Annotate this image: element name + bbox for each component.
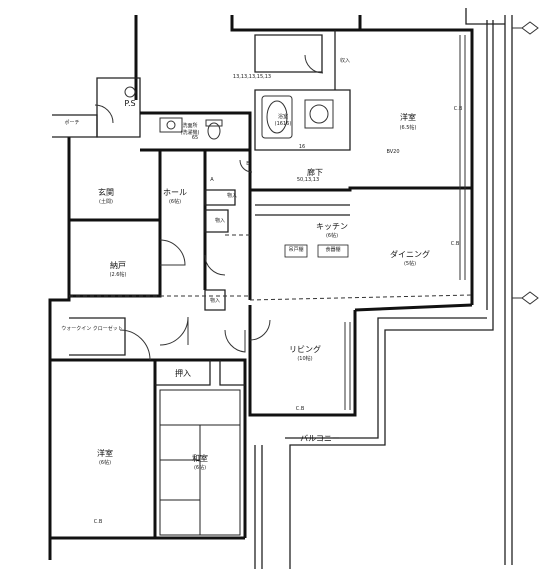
room-entrance-name: 玄関	[98, 187, 114, 197]
bv-label: BV20	[386, 149, 399, 155]
room-balcony-name: バルコニー	[300, 434, 340, 443]
cb-label-1: C.B	[454, 106, 463, 112]
room-washroom-name: 洗面所	[182, 122, 197, 129]
room-labels: 洋室 (6.5帖) 玄関 (土間) ホール (6帖) 廊下 50,13,13 キ…	[64, 112, 430, 471]
room-western-ne-size: (6.5帖)	[400, 124, 417, 131]
oshiire-label: 押入	[175, 368, 191, 378]
misc-labels: P.S 収入 物入 物入 物入 押入 ウォークイン クローゼット C.B C.B…	[61, 57, 463, 525]
shunyu-label: 収入	[340, 57, 350, 64]
outer-walls	[48, 8, 513, 569]
room-entrance-size: (土間)	[99, 198, 113, 205]
room-nando-name: 納戸	[110, 260, 126, 270]
room-washroom-size: (洗濯機)	[181, 129, 200, 136]
room-bath-size: (1616)	[275, 121, 292, 127]
room-porch-name: ポーチ	[64, 119, 79, 126]
room-hallway-name: 廊下	[307, 167, 323, 177]
room-western-sw-size: (6帖)	[99, 459, 111, 466]
kitchen-box1-label: 吊戸棚	[288, 246, 303, 253]
room-japanese-size: (6帖)	[194, 464, 206, 471]
monoire-label-1: 物入	[215, 217, 225, 224]
num-16-label: 16	[299, 144, 305, 150]
dims-top-label: 13,13,13,15,13	[233, 74, 271, 80]
cb-label-4: C.B	[94, 519, 103, 525]
room-japanese-name: 和室	[192, 453, 208, 463]
monoire-label-2: 物入	[210, 297, 220, 304]
room-western-sw-name: 洋室	[97, 448, 113, 458]
room-hall-name: ホール	[163, 188, 187, 197]
room-living-size: (10帖)	[297, 355, 312, 362]
num-a-label: A	[210, 177, 214, 183]
room-dining-size: (5帖)	[404, 260, 416, 267]
room-bath-name: 浴室	[278, 113, 288, 120]
room-kitchen-size: (6帖)	[326, 232, 338, 239]
door-swings	[94, 54, 324, 361]
room-western-ne-name: 洋室	[400, 112, 416, 122]
fixtures	[124, 21, 539, 536]
walkin-label: ウォークイン クローゼット	[61, 325, 123, 332]
kitchen-box2-label: 食器棚	[325, 246, 340, 253]
monoire-label-3: 物入	[227, 192, 237, 199]
room-nando-size: (2.6帖)	[110, 271, 127, 278]
room-hallway-size: 50,13,13	[297, 177, 319, 183]
room-living-name: リビング	[289, 344, 321, 354]
room-kitchen-name: キッチン	[316, 222, 348, 231]
ps-label: P.S	[124, 99, 135, 108]
room-hall-size: (6帖)	[169, 198, 181, 205]
num-b-label: B	[246, 161, 250, 167]
cb-label-2: C.B	[451, 241, 460, 247]
room-dining-name: ダイニング	[390, 249, 430, 259]
num-65-label: 65	[192, 135, 198, 141]
cb-label-3: C.B	[296, 406, 305, 412]
interior-walls	[50, 30, 473, 538]
